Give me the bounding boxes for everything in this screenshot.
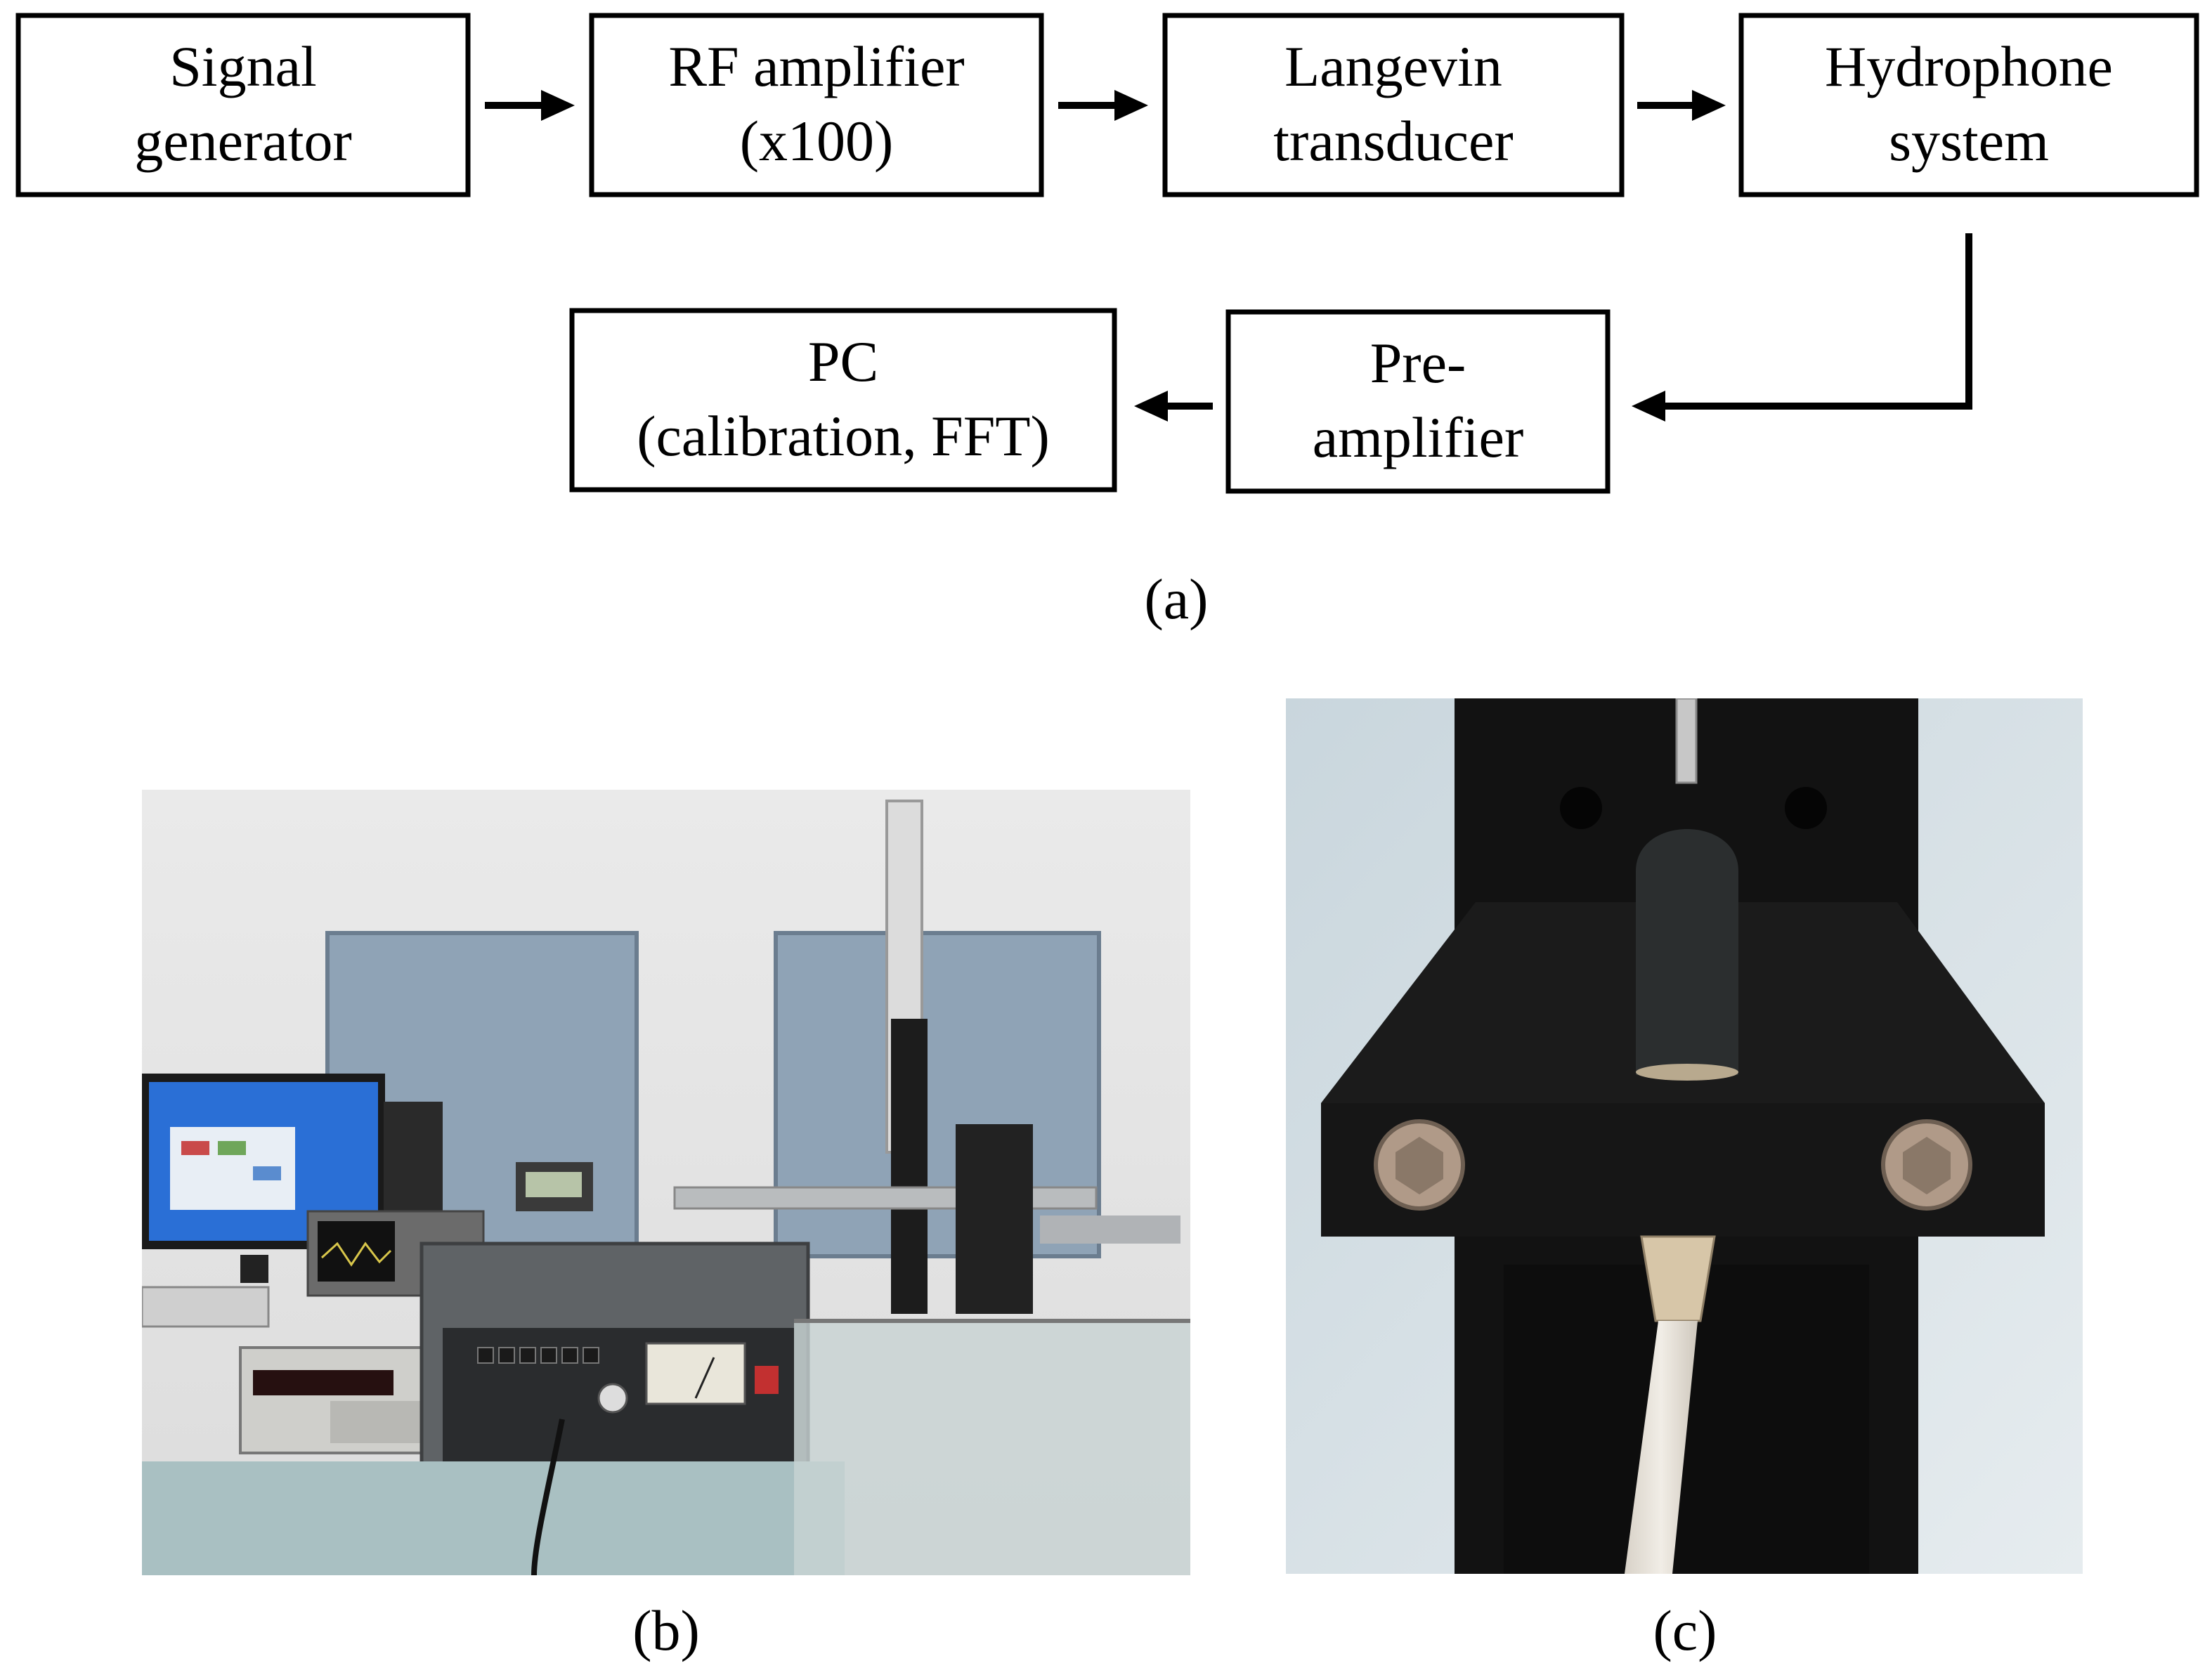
transducer-mount (956, 1124, 1033, 1314)
box-signal-generator: Signal generator (15, 13, 471, 197)
block-diagram: Signal generator RF amplifier (x100) Lan… (15, 13, 2199, 631)
pc-tower (384, 1102, 443, 1221)
box-label-line: PC (808, 330, 878, 393)
box-hydrophone-system: Hydrophone system (1738, 13, 2199, 197)
caption-c: (c) (1653, 1598, 1717, 1662)
stage-column (891, 1019, 928, 1314)
gantry-rail (1040, 1215, 1180, 1244)
box-label-line: amplifier (1313, 405, 1524, 469)
box-label-line: transducer (1273, 109, 1514, 173)
cable-holder (1640, 1235, 1716, 1322)
box-label-line: generator (134, 109, 352, 173)
box-label-line: RF amplifier (668, 34, 964, 98)
lab-bench-photo: (b) (142, 790, 1190, 1662)
hydrophone-cable (1625, 1321, 1698, 1574)
analog-meter (645, 1342, 746, 1405)
box-label-line: system (1889, 109, 2049, 173)
arrow-langevin-to-hydrophone (1637, 90, 1726, 121)
arrow-signal-to-rf (485, 90, 575, 121)
hydrophone-closeup-photo: (c) (1286, 698, 2083, 1662)
box-label-line: Pre- (1370, 331, 1466, 395)
box-langevin-transducer: Langevin transducer (1162, 13, 1625, 197)
screw (1881, 1119, 1972, 1211)
equipment-cart (142, 1461, 845, 1575)
box-label-line: Signal (169, 34, 317, 98)
keyboard (142, 1286, 270, 1328)
box-pre-amplifier: Pre- amplifier (1225, 309, 1611, 494)
box-label-line: (x100) (740, 109, 894, 173)
box-label-line: Langevin (1284, 34, 1502, 98)
box-pc: PC (calibration, FFT) (569, 308, 1117, 493)
hydrophone-needle (1675, 698, 1698, 784)
box-label-line: Hydrophone (1825, 34, 2113, 98)
arrow-preamp-to-pc (1134, 391, 1213, 422)
caption-a: (a) (1144, 567, 1208, 631)
box-rf-amplifier: RF amplifier (x100) (589, 13, 1044, 197)
box-label-line: (calibration, FFT) (637, 404, 1050, 468)
arrow-hydrophone-to-preamp (1632, 233, 1972, 422)
hydrophone-body (1636, 829, 1738, 1075)
caption-b: (b) (632, 1598, 700, 1662)
screw (1374, 1119, 1465, 1211)
arrow-rf-to-langevin (1058, 90, 1148, 121)
water-tank (794, 1321, 1190, 1575)
